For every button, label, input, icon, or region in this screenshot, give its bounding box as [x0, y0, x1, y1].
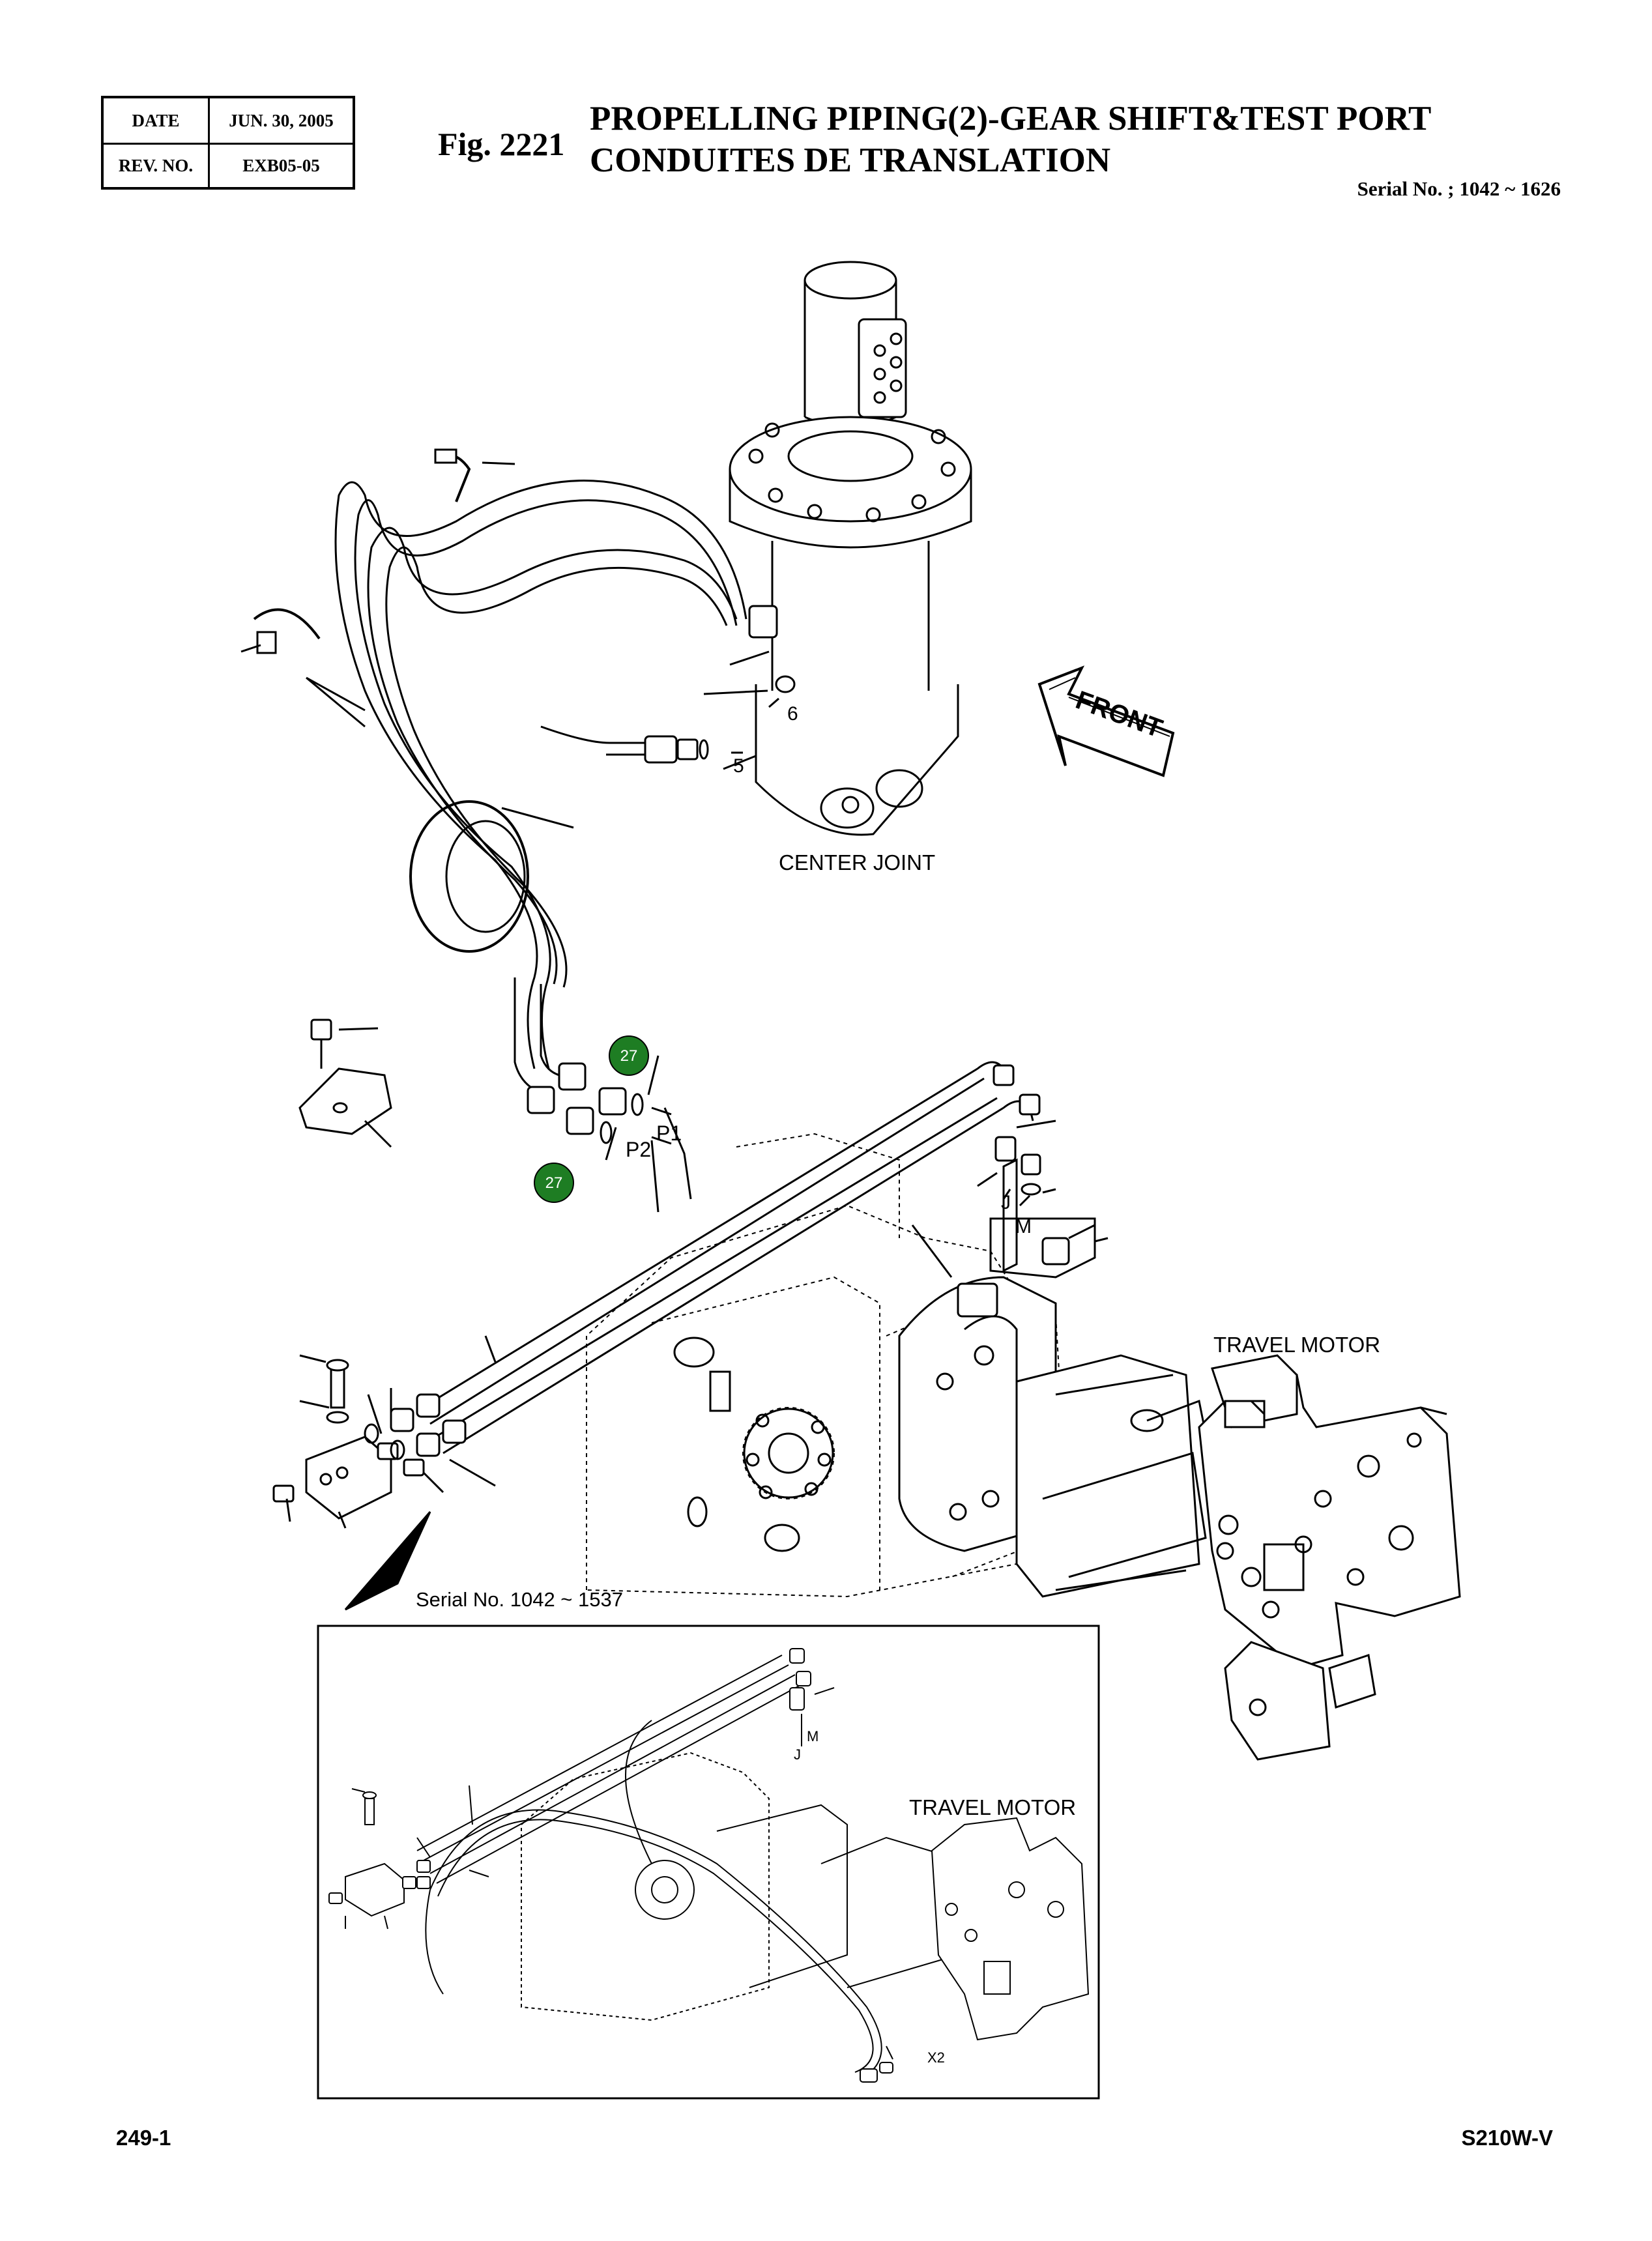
model-name: S210W-V — [1461, 2126, 1553, 2150]
callout-27-bottom: 27 — [534, 1163, 574, 1203]
inset-port-m-label: M — [807, 1728, 819, 1744]
inset-port-x2-label: X2 — [927, 2049, 945, 2066]
port-p2-label: P2 — [626, 1138, 651, 1161]
inset-hoses — [416, 1648, 893, 2083]
date-label: DATE — [104, 98, 210, 143]
inset-travel-motor-label: TRAVEL MOTOR — [909, 1795, 1076, 1819]
gear-flange — [673, 1337, 834, 1552]
hose-bracket — [298, 1019, 392, 1148]
center-joint-label: CENTER JOINT — [779, 850, 935, 875]
port-p1-label: P1 — [656, 1121, 682, 1145]
callout-27-bottom-label: 27 — [545, 1174, 563, 1192]
inset-serial-label: Serial No. 1042 ~ 1537 — [416, 1588, 623, 1611]
date-row: DATE JUN. 30, 2005 — [104, 98, 353, 145]
hose-fittings-p1-p2 — [514, 977, 692, 1213]
date-value: JUN. 30, 2005 — [229, 111, 334, 130]
rev-label: REV. NO. — [104, 143, 210, 188]
port-m-label: M — [1015, 1216, 1032, 1237]
gear-shift-hoses — [390, 1061, 1041, 1487]
figure-number: Fig. 2221 — [438, 126, 565, 162]
test-port-block — [272, 1354, 444, 1529]
inset-pointer-arrow — [344, 1511, 431, 1611]
page-number: 249-1 — [116, 2126, 171, 2150]
inset-test-port-block — [328, 1785, 489, 1930]
rev-value: EXB05-05 — [242, 156, 320, 175]
page-subtitle: CONDUITES DE TRANSLATION — [590, 141, 1111, 179]
callout-6: 6 — [787, 703, 798, 725]
inset-transmission — [521, 1752, 1090, 2041]
port-j-label: J — [1001, 1192, 1011, 1213]
callout-27-top-label: 27 — [620, 1047, 638, 1065]
travel-motor-label: TRAVEL MOTOR — [1213, 1333, 1380, 1357]
revision-table: DATE JUN. 30, 2005 REV. NO. EXB05-05 — [101, 96, 355, 190]
front-arrow — [1037, 665, 1175, 777]
callout-5: 5 — [733, 755, 744, 777]
center-joint — [703, 261, 972, 836]
motor-fittings-j-m — [911, 1120, 1109, 1318]
inset-frame — [317, 1625, 1100, 2100]
page-title: PROPELLING PIPING(2)-GEAR SHIFT&TEST POR… — [590, 100, 1432, 137]
hose-assembly — [240, 448, 747, 1069]
callout-27-top: 27 — [609, 1035, 649, 1076]
rev-row: REV. NO. EXB05-05 — [104, 143, 353, 188]
inset-port-j-label: J — [794, 1746, 801, 1763]
travel-motor — [898, 1276, 1461, 1761]
serial-range: Serial No. ; 1042 ~ 1626 — [1357, 177, 1561, 200]
